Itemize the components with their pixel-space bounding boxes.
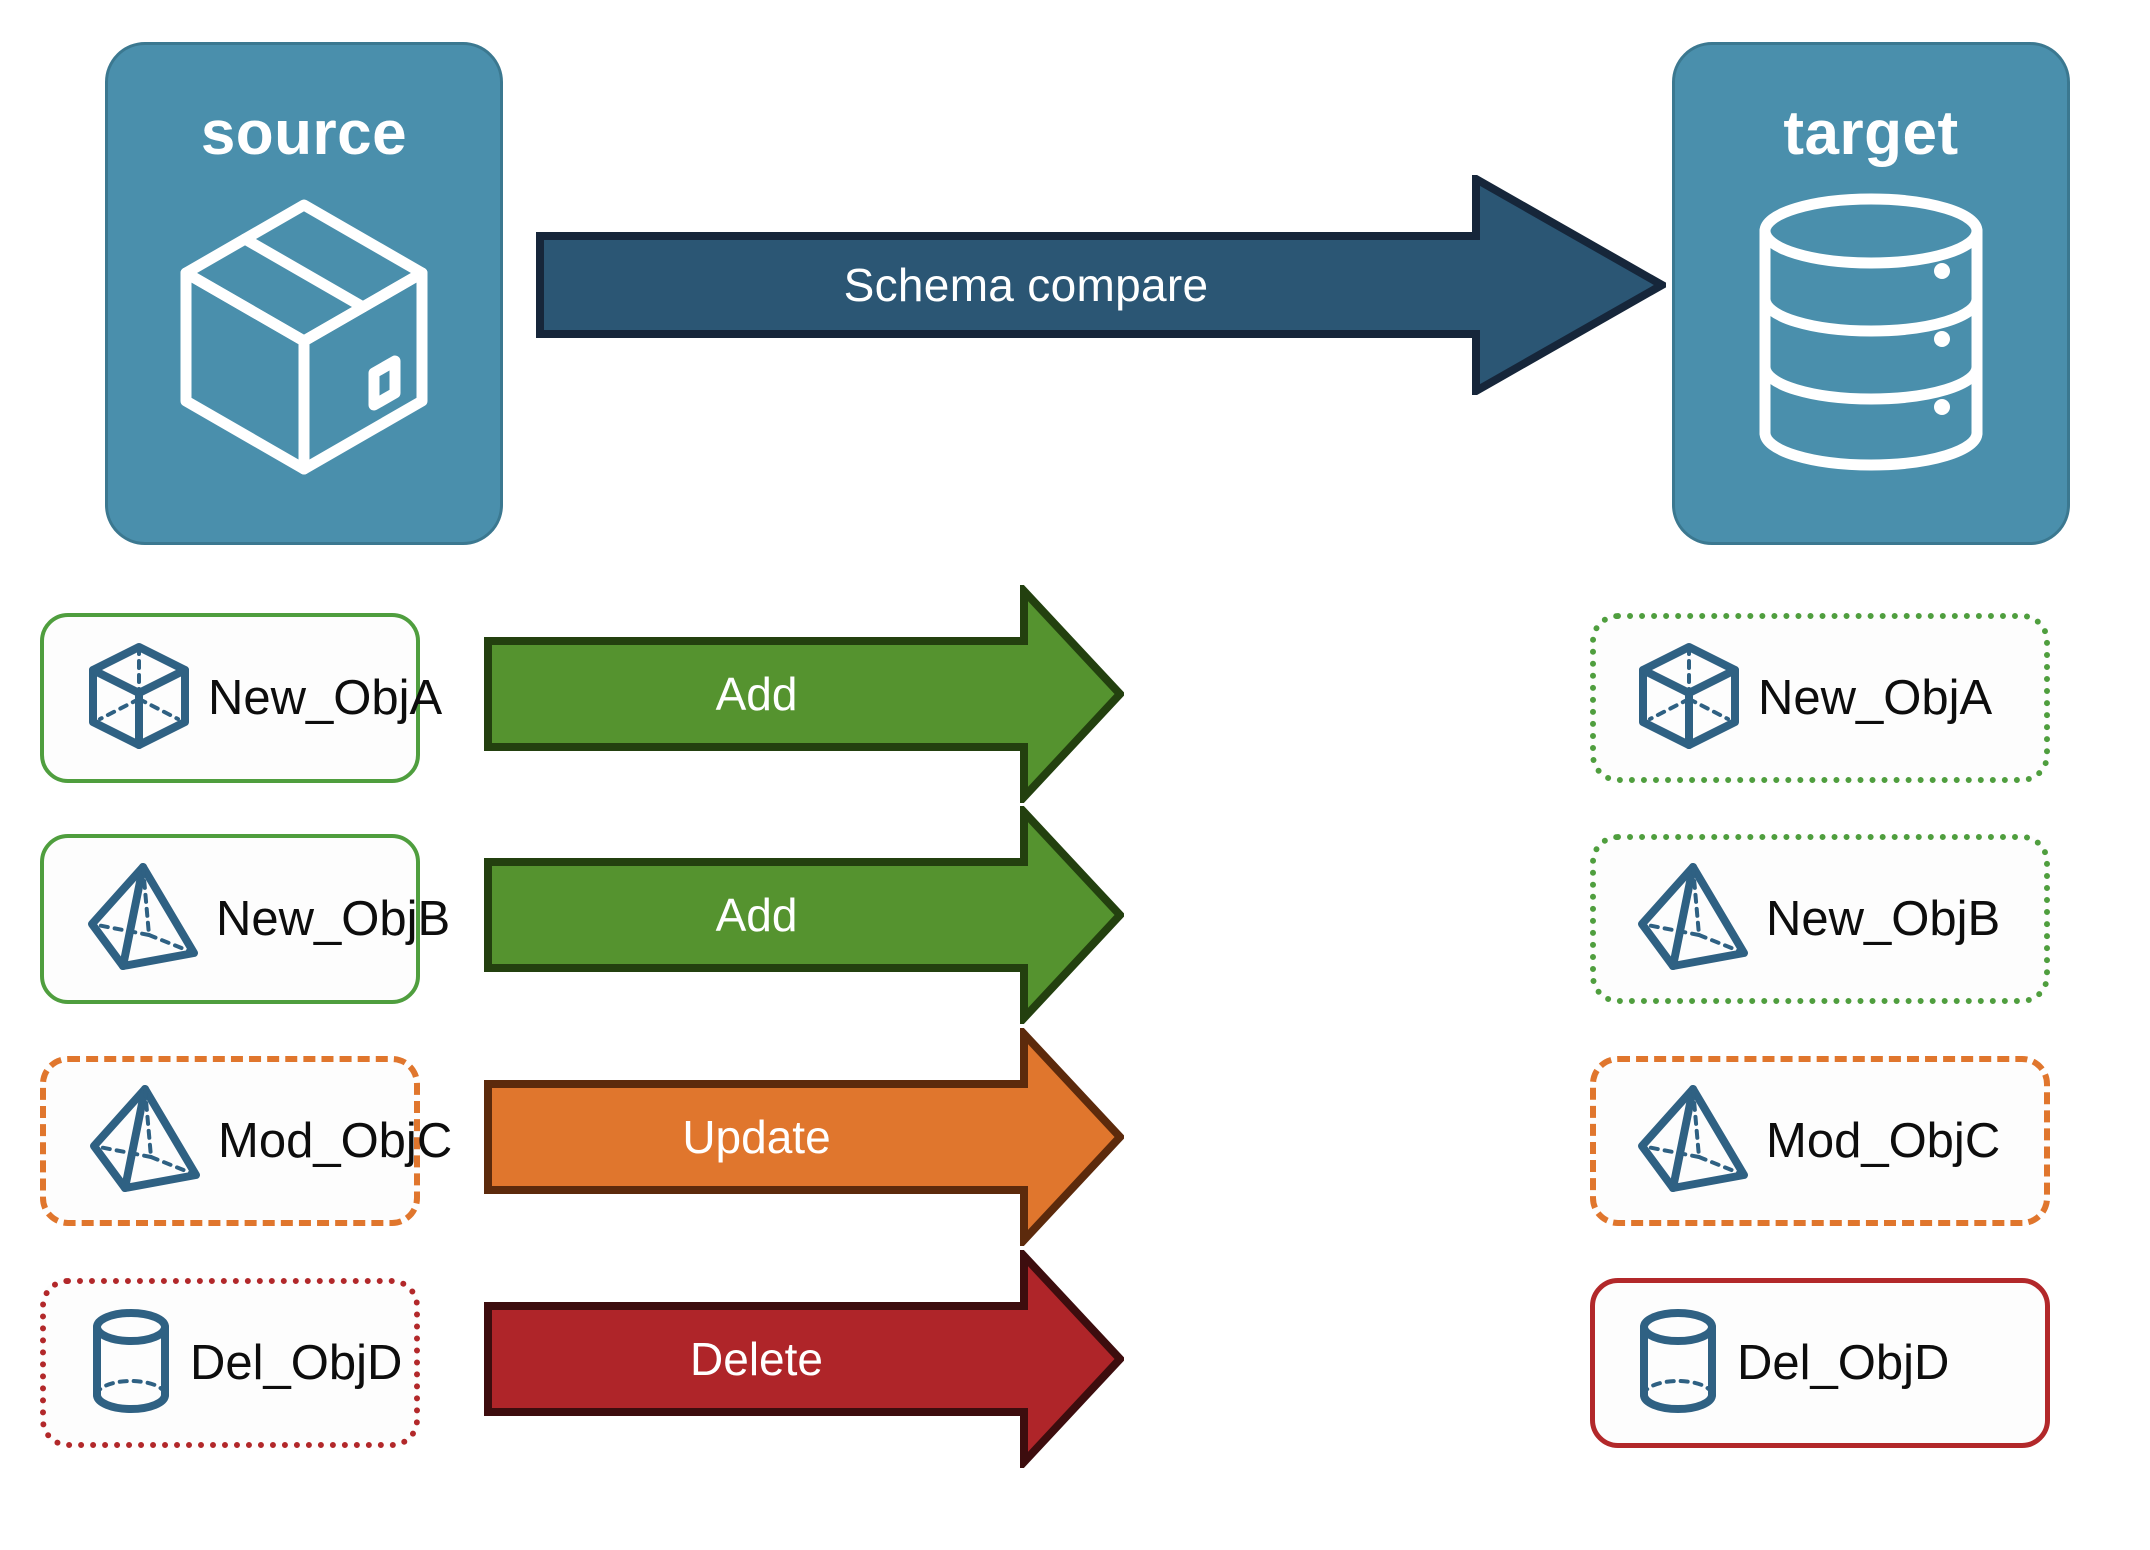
source-object-label: New_ObjA — [208, 670, 443, 725]
schema-compare-arrow[interactable]: Schema compare — [536, 172, 1671, 398]
action-arrow-delete[interactable]: Delete — [484, 1245, 1126, 1473]
target-object-card[interactable]: Del_ObjD — [1590, 1278, 2050, 1448]
target-object-card[interactable]: New_ObjB — [1590, 834, 2050, 1004]
endpoint-title-target: target — [1783, 99, 1959, 168]
endpoint-title-source: source — [200, 99, 408, 168]
source-object-card[interactable]: Del_ObjD — [40, 1278, 420, 1448]
endpoint-card-source[interactable]: source — [105, 42, 503, 545]
source-object-label: New_ObjB — [216, 891, 451, 946]
wireframe-pyramid-icon — [1636, 861, 1750, 978]
wireframe-cylinder-icon — [88, 1305, 174, 1422]
endpoint-card-target[interactable]: target — [1672, 42, 2070, 545]
source-object-card[interactable]: Mod_ObjC — [40, 1056, 452, 1226]
target-object-label: New_ObjA — [1758, 670, 1993, 725]
database-cylinder-icon — [1746, 187, 1996, 482]
wireframe-cube-icon — [86, 640, 192, 757]
wireframe-cylinder-icon — [1635, 1305, 1721, 1422]
diff-row: Del_ObjD Delete Del_ObjD — [0, 1245, 2150, 1473]
source-object-card[interactable]: New_ObjB — [40, 834, 450, 1004]
target-object-card[interactable]: Mod_ObjC — [1590, 1056, 2050, 1226]
target-object-label: Del_ObjD — [1737, 1335, 1950, 1390]
target-object-label: New_ObjB — [1766, 891, 2001, 946]
action-arrow-update[interactable]: Update — [484, 1023, 1126, 1251]
diff-row: New_ObjB Add New_ObjB — [0, 801, 2150, 1029]
package-cube-icon — [169, 187, 439, 482]
wireframe-pyramid-icon — [88, 1083, 202, 1200]
action-arrow-add[interactable]: Add — [484, 580, 1126, 808]
source-object-label: Del_ObjD — [190, 1335, 403, 1390]
wireframe-pyramid-icon — [1636, 1083, 1750, 1200]
source-object-card[interactable]: New_ObjA — [40, 613, 442, 783]
target-object-label: Mod_ObjC — [1766, 1113, 2001, 1168]
source-object-label: Mod_ObjC — [218, 1113, 453, 1168]
diff-row: Mod_ObjC Update Mod_ObjC — [0, 1023, 2150, 1251]
target-object-card[interactable]: New_ObjA — [1590, 613, 2050, 783]
wireframe-cube-icon — [1636, 640, 1742, 757]
wireframe-pyramid-icon — [86, 861, 200, 978]
action-arrow-add[interactable]: Add — [484, 801, 1126, 1029]
diff-row: New_ObjA Add New_ — [0, 580, 2150, 808]
